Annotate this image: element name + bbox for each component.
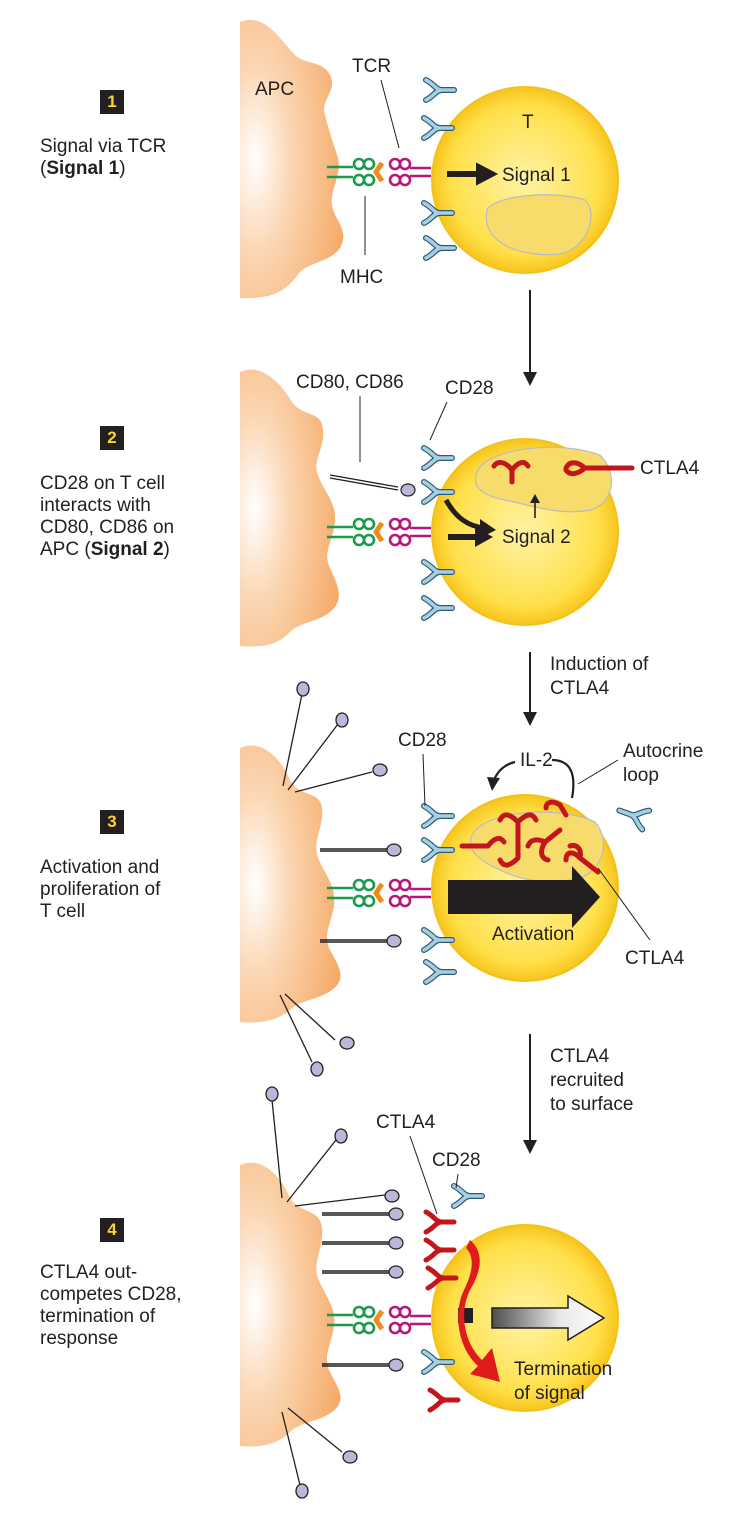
ctla4-label: CTLA4 bbox=[625, 948, 685, 969]
step-1-badge: 1 bbox=[100, 90, 124, 114]
step-3-badge: 3 bbox=[100, 810, 124, 834]
ctla4-label: CTLA4 bbox=[640, 458, 700, 479]
cd28-label: CD28 bbox=[445, 378, 494, 399]
cd28-outer-right bbox=[616, 801, 649, 829]
panel-2: CTLA4 CD80, CD86 CD28 Signal 2 bbox=[240, 369, 700, 647]
cd28-label: CD28 bbox=[398, 730, 447, 751]
mhc-label: MHC bbox=[340, 267, 383, 288]
il2-label: IL-2 bbox=[520, 750, 553, 771]
step-2-badge: 2 bbox=[100, 426, 124, 450]
recruit-label-line3: to surface bbox=[550, 1094, 633, 1115]
autocrine-label-line2: loop bbox=[623, 765, 659, 786]
recruit-label-line2: recruited bbox=[550, 1070, 624, 1091]
recruit-label-line1: CTLA4 bbox=[550, 1046, 610, 1067]
panel-1: APC T TCR MHC Signal 1 bbox=[240, 19, 619, 299]
apc-label: APC bbox=[255, 79, 294, 100]
termination-arrow bbox=[458, 1240, 500, 1382]
induction-label-line2: CTLA4 bbox=[550, 678, 610, 699]
signal2-label: Signal 2 bbox=[502, 527, 571, 548]
ctla4-cluster bbox=[459, 799, 601, 875]
step-1-description: Signal via TCR (Signal 1) bbox=[40, 136, 167, 179]
step-2-description: CD28 on T cell interacts with CD80, CD86… bbox=[40, 473, 175, 560]
signal1-arrow bbox=[447, 162, 499, 186]
transition-arrow-3: CTLA4 recruited to surface bbox=[523, 1034, 633, 1154]
apc-cell bbox=[240, 745, 341, 1023]
autocrine-loop-arrow bbox=[551, 758, 575, 799]
transition-arrow-1 bbox=[523, 290, 537, 386]
activation-arrow bbox=[448, 866, 600, 928]
apc-ligands bbox=[279, 681, 388, 1077]
apc-ligands bbox=[265, 1086, 400, 1499]
apc-cell bbox=[240, 369, 339, 647]
cd80-cd86-label: CD80, CD86 bbox=[296, 372, 404, 393]
step-3-description: Activation and proliferation of T cell bbox=[40, 857, 161, 922]
transition-arrow-2: Induction of CTLA4 bbox=[523, 652, 649, 726]
step-4-badge: 4 bbox=[100, 1218, 124, 1242]
activation-label: Activation bbox=[492, 924, 574, 945]
apc-cell bbox=[240, 19, 344, 299]
tcr-label: TCR bbox=[352, 56, 391, 77]
fading-arrow bbox=[491, 1294, 606, 1342]
induction-label-line1: Induction of bbox=[550, 654, 649, 675]
autocrine-label-line1: Autocrine bbox=[623, 741, 703, 762]
panel-3: Activation CD28 IL-2 Autocrine loop CTLA… bbox=[240, 681, 703, 1077]
ctla4-label: CTLA4 bbox=[376, 1112, 436, 1133]
apc-cell bbox=[240, 1162, 341, 1447]
t-cell-label: T bbox=[522, 112, 534, 133]
t-cell-nucleus bbox=[485, 194, 592, 256]
step-4-description: CTLA4 out- competes CD28, termination of… bbox=[40, 1262, 182, 1349]
termination-label-line1: Termination bbox=[514, 1359, 612, 1380]
signal1-arrow bbox=[448, 527, 493, 547]
termination-label-line2: of signal bbox=[514, 1383, 585, 1404]
panel-4: Termination of signal CTLA4 CD28 bbox=[240, 1086, 619, 1499]
ctla4-intracellular bbox=[491, 460, 635, 485]
signal1-label: Signal 1 bbox=[502, 165, 571, 186]
cd28-label: CD28 bbox=[432, 1150, 481, 1171]
